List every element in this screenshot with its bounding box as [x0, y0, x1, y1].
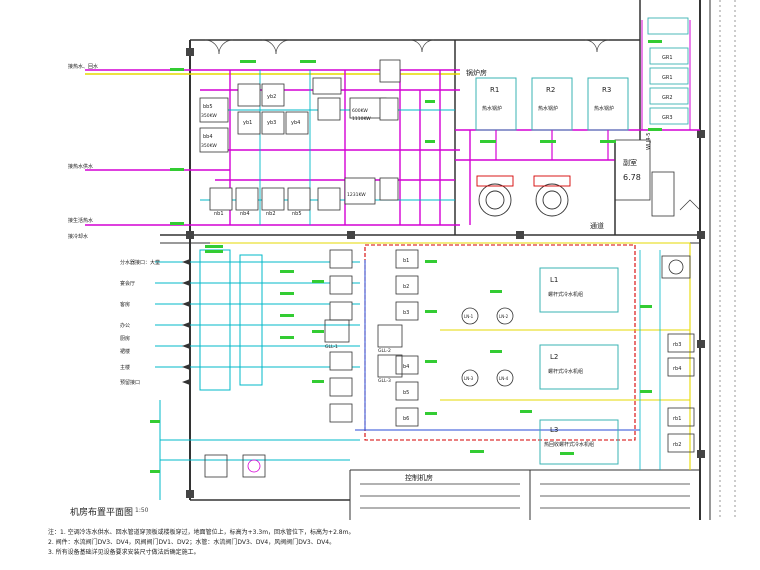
boiler-room-pipes [495, 130, 609, 160]
circle-units [461, 307, 514, 387]
ln2-label: LN-2 [499, 314, 509, 319]
side-room [614, 139, 701, 217]
left-label-6: 宴会厅 [120, 280, 135, 287]
power-4-label: 1110KW [352, 116, 371, 122]
left-label-2: 接热水供水 [68, 163, 93, 170]
boiler-r2-id: R2 [546, 86, 555, 94]
chiller-l2-desc: 螺杆式冷水机组 [548, 368, 583, 375]
rb4-label: rb4 [673, 366, 681, 372]
building-walls [160, 0, 711, 520]
boiler-r1-id: R1 [490, 86, 499, 94]
side-room-label: 副室 [623, 158, 637, 167]
power-3-label: 600KW [352, 108, 368, 114]
pump-b5-label: b5 [403, 390, 409, 396]
control-room-lines [360, 483, 690, 509]
boiler-r2-desc: 热水锅炉 [538, 105, 558, 112]
unit-nb5-label: nb5 [292, 211, 302, 217]
power-1-label: 350KW [201, 113, 217, 119]
left-label-3: 接生活热水 [68, 217, 93, 224]
rb-units [661, 255, 695, 453]
pump-b1-label: b1 [403, 258, 409, 264]
pump-boxes [329, 249, 419, 427]
unit-nb1-label: nb1 [214, 211, 224, 217]
ln3-label: LN-3 [464, 376, 474, 381]
ln1-label: LN-1 [464, 314, 474, 319]
pump-b6-label: b6 [403, 416, 409, 422]
pump-b4-label: b4 [403, 364, 409, 370]
yellow-loop [210, 242, 691, 470]
gr-1a-label: GR1 [662, 55, 673, 61]
unit-bb5-label: bb5 [203, 104, 213, 110]
tank-1-label: GLL-1 [325, 344, 338, 350]
chiller-l3-id: L3 [550, 426, 558, 434]
lower-left-equipment [204, 454, 266, 478]
drawing-scale: 1:50 [135, 507, 149, 514]
upper-left-equipment [199, 59, 401, 211]
green-annotation-marks [150, 40, 662, 473]
door-arcs [204, 39, 610, 55]
control-room-label: 控制机房 [405, 473, 433, 482]
side-room-value: 6.78 [623, 173, 641, 182]
pump-b2-label: b2 [403, 284, 409, 290]
chiller-l1-id: L1 [550, 276, 558, 284]
boiler-room-label: 锅炉房 [466, 68, 487, 77]
unit-yb2-label: yb2 [267, 94, 276, 100]
unit-yb4-label: yb4 [291, 120, 300, 126]
grid-dashes [719, 0, 736, 520]
power-5-label: 1231KW [347, 192, 366, 198]
gr-stack [647, 17, 689, 125]
arrow-markers [182, 259, 190, 385]
left-label-8: 办公 [120, 322, 130, 329]
boiler-r3-id: R3 [602, 86, 611, 94]
distribution-headers [155, 249, 360, 500]
right-cyan-boundary [639, 250, 661, 470]
gr-2-label: GR2 [662, 95, 673, 101]
tank-boxes [324, 319, 403, 378]
note-line-3: 3. 所有设备基础详见设备要求安装尺寸做法后确定施工。 [48, 549, 200, 556]
rb2-label: rb2 [673, 442, 681, 448]
unit-nb4-label: nb4 [240, 211, 250, 217]
rb3-label: rb3 [673, 342, 681, 348]
tank-2-label: GLL-2 [378, 348, 391, 354]
left-label-7: 客房 [120, 301, 130, 308]
power-2-label: 350KW [201, 143, 217, 149]
left-label-5: 分水器接口：大堂 [120, 259, 160, 266]
red-loop [364, 244, 636, 441]
note-line-1: 注：1. 空调冷冻水供水、回水管道穿顶板或楼板穿过，地面管位上，标高为+3.3m… [48, 529, 355, 536]
ln4-label: LN-4 [499, 376, 509, 381]
left-label-10: 裙楼 [120, 348, 130, 355]
rb1-label: rb1 [673, 416, 681, 422]
chiller-l3-desc: 热回收螺杆式冷水机组 [544, 441, 594, 448]
pump-b3-label: b3 [403, 310, 409, 316]
left-label-1: 接热水、回水 [68, 63, 98, 70]
gr-pipes [641, 20, 691, 130]
unit-yb1-label: yb1 [243, 120, 252, 126]
unit-nb2-label: nb2 [266, 211, 276, 217]
gr-1b-label: GR1 [662, 75, 673, 81]
left-label-4: 接冷却水 [68, 233, 88, 240]
boiler-pump-motors [476, 175, 571, 217]
tank-3-label: GLL-3 [378, 378, 391, 384]
left-label-9: 厨房 [120, 335, 130, 342]
gr-3-label: GR3 [662, 115, 673, 121]
structural-columns [186, 48, 705, 498]
boiler-r3-desc: 热水锅炉 [594, 105, 614, 112]
unit-yb3-label: yb3 [267, 120, 276, 126]
chiller-l2-id: L2 [550, 353, 558, 361]
drawing-title: 机房布置平面图 [70, 508, 134, 518]
left-label-11: 主楼 [120, 364, 130, 371]
corridor-label: 通道 [590, 221, 604, 230]
drawing-notes: 注：1. 空调冷冻水供水、回水管道穿顶板或楼板穿过，地面管位上，标高为+3.3m… [48, 528, 608, 558]
note-line-2: 2. 阀件：水流阀门DV3、DV4，风阀阀门DV1、DV2；水管：水流阀门DV3… [48, 539, 336, 546]
unit-bb4-label: bb4 [203, 134, 213, 140]
chiller-l1-desc: 螺杆式冷水机组 [548, 291, 583, 298]
left-label-12: 预留接口 [120, 379, 140, 386]
top-right-unit-label: WLJ4-5 [646, 133, 652, 150]
blue-pipes [355, 260, 640, 431]
chiller-units [539, 267, 619, 465]
boiler-r1-desc: 热水锅炉 [482, 105, 502, 112]
